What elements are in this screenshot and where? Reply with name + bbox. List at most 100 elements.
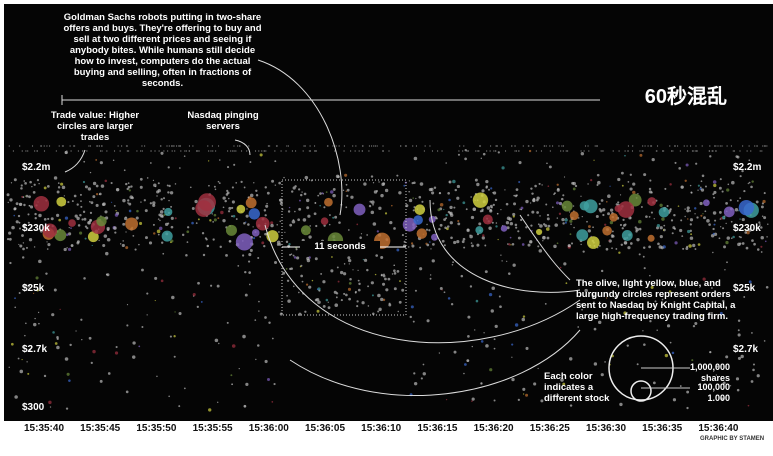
trade-point bbox=[83, 217, 87, 221]
trade-point bbox=[126, 303, 129, 306]
trade-point bbox=[745, 246, 749, 250]
trade-point bbox=[529, 240, 533, 244]
nasdaq-ping-point bbox=[495, 145, 497, 147]
trade-point bbox=[334, 303, 339, 308]
trade-circle bbox=[324, 197, 333, 207]
trade-point bbox=[663, 224, 666, 227]
trade-point bbox=[214, 338, 219, 343]
trade-point bbox=[15, 220, 19, 224]
trade-point bbox=[563, 176, 566, 178]
trade-point bbox=[32, 190, 36, 194]
trade-point bbox=[435, 217, 438, 220]
trade-point bbox=[332, 216, 335, 219]
trade-point bbox=[258, 310, 260, 312]
nasdaq-ping-point bbox=[101, 150, 103, 152]
trade-point bbox=[729, 199, 732, 202]
nasdaq-ping-point bbox=[160, 145, 162, 147]
trade-point bbox=[726, 188, 730, 192]
nasdaq-ping-point bbox=[150, 150, 152, 152]
nasdaq-ping-point bbox=[254, 150, 257, 152]
trade-point bbox=[686, 209, 690, 213]
trade-point bbox=[508, 217, 513, 221]
trade-point bbox=[90, 201, 94, 205]
trade-point bbox=[128, 189, 131, 192]
trade-point bbox=[398, 191, 402, 195]
trade-point bbox=[689, 184, 692, 187]
trade-point bbox=[367, 285, 370, 288]
trade-point bbox=[559, 202, 562, 205]
trade-point bbox=[490, 187, 493, 190]
trade-point bbox=[449, 205, 453, 210]
nasdaq-ping-point bbox=[695, 145, 697, 147]
nasdaq-ping-point bbox=[81, 150, 84, 152]
trade-point bbox=[79, 193, 82, 196]
trade-point bbox=[66, 372, 70, 376]
trade-point bbox=[22, 247, 25, 251]
trade-point bbox=[674, 161, 677, 164]
trade-point bbox=[263, 244, 266, 248]
trade-point bbox=[730, 220, 733, 223]
trade-point bbox=[49, 406, 52, 408]
trade-point bbox=[26, 361, 28, 363]
trade-point bbox=[763, 192, 766, 195]
trade-point bbox=[492, 191, 497, 195]
nasdaq-ping-point bbox=[208, 150, 210, 152]
trade-point bbox=[36, 288, 39, 292]
trade-point bbox=[130, 185, 133, 188]
trade-point bbox=[92, 195, 96, 199]
trade-point bbox=[36, 179, 40, 182]
trade-point bbox=[279, 220, 282, 223]
trade-point bbox=[11, 225, 15, 230]
trade-point bbox=[726, 236, 731, 240]
trade-point bbox=[716, 365, 719, 368]
nasdaq-ping-point bbox=[294, 150, 297, 152]
trade-point bbox=[168, 184, 171, 188]
trade-point bbox=[396, 270, 400, 273]
trade-circle bbox=[68, 219, 76, 227]
trade-point bbox=[46, 248, 49, 250]
trade-point bbox=[651, 157, 655, 162]
trade-point bbox=[288, 206, 291, 209]
trade-point bbox=[637, 193, 639, 195]
trade-point bbox=[63, 195, 65, 197]
trade-point bbox=[475, 299, 479, 303]
trade-point bbox=[212, 220, 215, 223]
trade-point bbox=[47, 242, 51, 247]
trade-point bbox=[378, 307, 382, 312]
trade-point bbox=[662, 229, 665, 231]
trade-circle bbox=[195, 200, 212, 217]
trade-point bbox=[148, 241, 153, 245]
y-tick-left: $2.2m bbox=[22, 162, 51, 173]
trade-point bbox=[426, 319, 430, 323]
nasdaq-ping-point bbox=[661, 150, 664, 152]
trade-point bbox=[313, 212, 317, 216]
trade-point bbox=[222, 218, 226, 223]
trade-circle bbox=[251, 229, 260, 237]
nasdaq-ping-point bbox=[560, 150, 562, 152]
trade-point bbox=[571, 181, 575, 185]
trade-point bbox=[659, 226, 663, 230]
trade-point bbox=[708, 223, 711, 226]
trade-circle bbox=[235, 233, 253, 251]
trade-point bbox=[292, 219, 295, 221]
trade-point bbox=[750, 380, 754, 383]
trade-point bbox=[60, 182, 64, 186]
trade-point bbox=[666, 324, 671, 328]
trade-point bbox=[719, 311, 723, 315]
trade-point bbox=[429, 274, 432, 276]
trade-point bbox=[58, 218, 62, 222]
trade-point bbox=[146, 314, 148, 316]
trade-point bbox=[713, 223, 716, 226]
trade-point bbox=[403, 240, 406, 243]
trade-point bbox=[57, 182, 60, 184]
nasdaq-ping-point bbox=[580, 150, 582, 152]
trade-point bbox=[432, 242, 435, 246]
trade-point bbox=[106, 273, 110, 277]
trade-point bbox=[712, 211, 717, 215]
nasdaq-ping-point bbox=[74, 145, 76, 147]
trade-point bbox=[265, 204, 269, 208]
trade-point bbox=[39, 229, 43, 233]
trade-point bbox=[669, 341, 672, 344]
trade-point bbox=[599, 209, 603, 213]
trade-point bbox=[739, 175, 742, 178]
